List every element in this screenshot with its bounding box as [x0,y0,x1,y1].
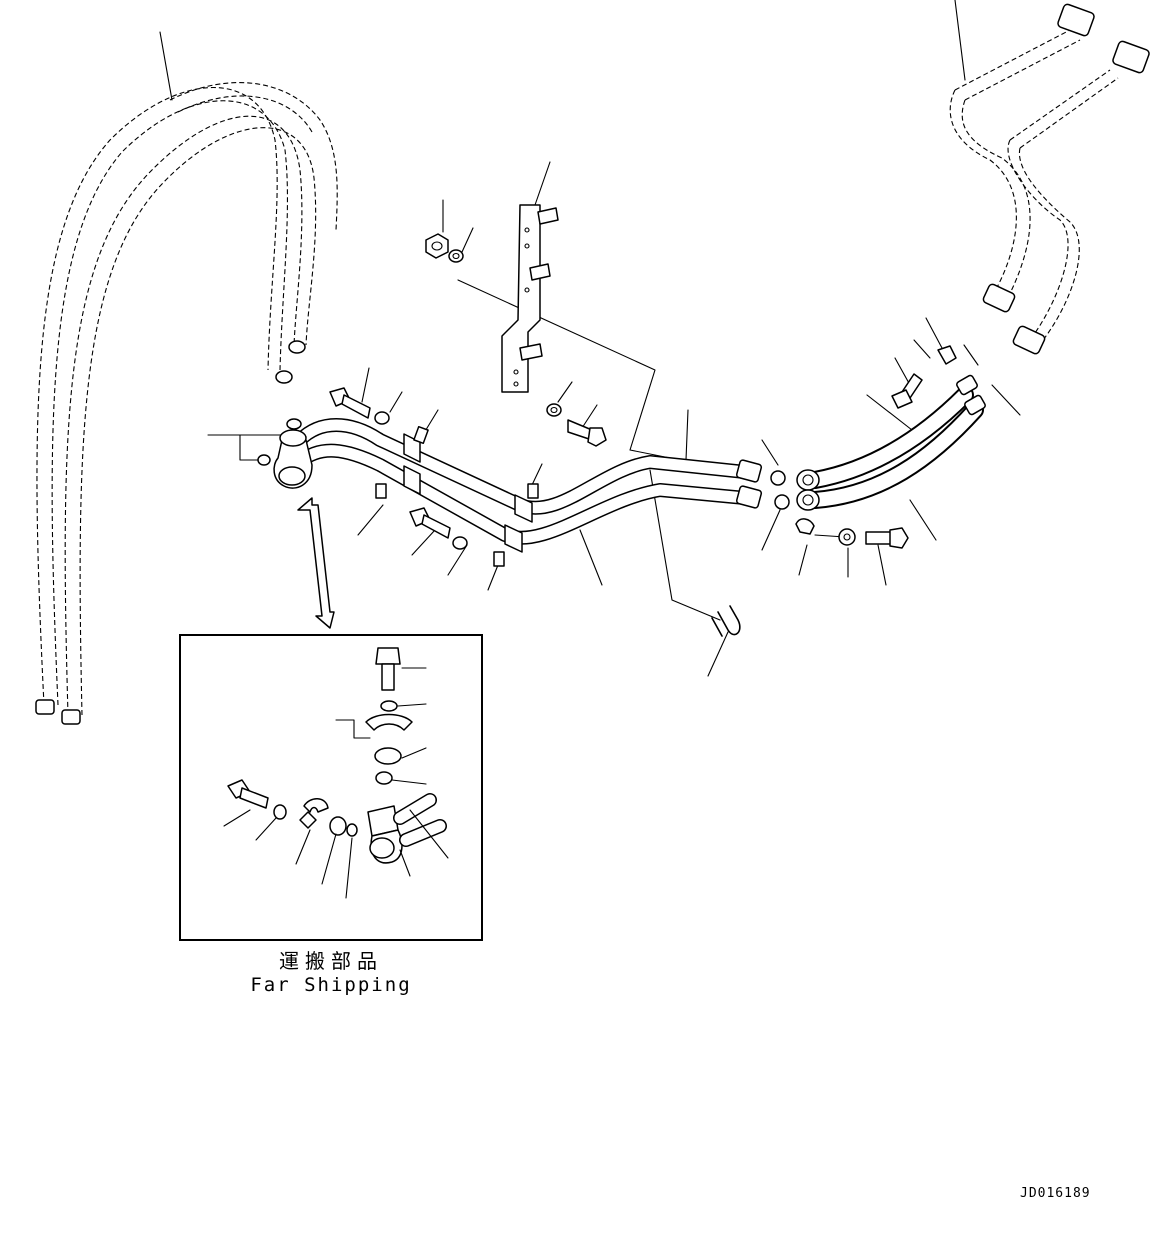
hose-assembly-left [35,31,338,725]
caption-japanese: 運搬部品 [279,949,383,973]
washer [452,536,468,550]
drawing-id: JD016189 [1020,1186,1091,1201]
washer [546,403,562,417]
washer [374,411,390,425]
hose-assembly-right [796,374,986,511]
o-ring [257,418,302,466]
tube-assembly [293,418,763,567]
bolt [891,373,923,409]
bolt [329,387,371,419]
bolt [567,419,607,447]
nut [425,233,449,259]
o-ring [770,470,790,510]
washer [838,528,856,546]
caption-english: Far Shipping [250,974,412,996]
leader-lines [207,161,1021,677]
elbow [273,429,313,489]
double-arrow [297,497,335,629]
elbow [795,518,815,535]
bolt [865,527,909,549]
washer [448,249,464,263]
hose-assembly-right [949,0,1150,355]
clamp [937,345,957,365]
u-bolt [711,605,741,637]
bolt [409,507,451,539]
shipping-parts-inset [179,634,483,941]
bracket [501,204,559,393]
